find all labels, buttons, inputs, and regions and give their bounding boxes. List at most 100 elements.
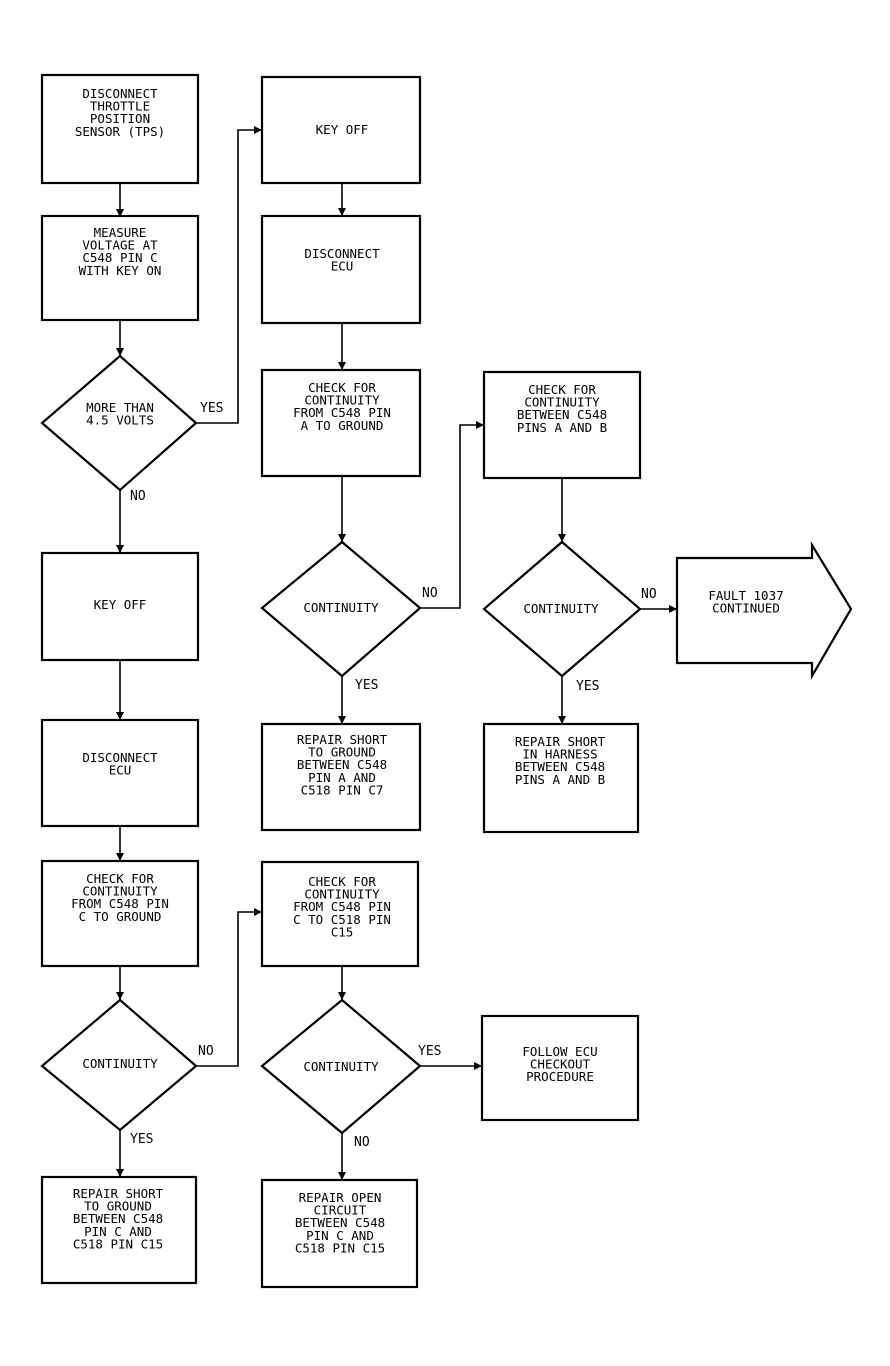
- label-d2-yes: YES: [130, 1132, 153, 1147]
- node-text-line: CONTINUED: [712, 601, 780, 616]
- node-text-line: PINS A AND B: [515, 772, 605, 787]
- node-text-line: FOLLOW ECU: [522, 1044, 597, 1059]
- node-text-line: POSITION: [90, 111, 150, 126]
- node-text-line: REPAIR SHORT: [73, 1186, 164, 1201]
- node-text-line: DISCONNECT: [82, 750, 158, 765]
- decision-continuity-middle-lower: [260, 998, 422, 1135]
- node-text-line: THROTTLE: [90, 99, 150, 114]
- node-text-line: CIRCUIT: [314, 1203, 367, 1218]
- node-text-line: CONTINUITY: [303, 600, 379, 615]
- step-key-off-middle: [260, 75, 422, 185]
- node-text-line: FROM C548 PIN: [71, 896, 169, 911]
- step-disconnect-ecu-middle: [260, 214, 422, 325]
- node-text-line: VOLTAGE AT: [82, 238, 158, 253]
- node-text-line: DISCONNECT: [304, 246, 380, 261]
- label-d5-no: NO: [641, 587, 657, 602]
- step-repair-open-circuit: [260, 1178, 419, 1289]
- node-text-line: CHECK FOR: [528, 382, 596, 397]
- offpage-connector-fault-1037: [675, 541, 853, 681]
- decision-continuity-middle-upper: [260, 540, 422, 678]
- node-text-line: CONTINUITY: [304, 393, 380, 408]
- step-repair-short-pin-c: [40, 1175, 198, 1285]
- node-text-line: A TO GROUND: [301, 418, 384, 433]
- step-repair-short-harness: [482, 722, 640, 834]
- node-text-line: KEY OFF: [94, 597, 147, 612]
- step-measure-voltage: [40, 214, 200, 322]
- node-text-line: 4.5 VOLTS: [86, 413, 154, 428]
- node-text-line: TO GROUND: [84, 1199, 152, 1214]
- connectors: [119, 129, 677, 1180]
- step-check-pin-c-c518: [260, 860, 420, 968]
- node-text-d4: CONTINUITY: [303, 1059, 379, 1074]
- node-text-line: CHECK FOR: [86, 871, 154, 886]
- node-text-line: PIN C AND: [306, 1228, 374, 1243]
- label-d3-yes: YES: [355, 678, 378, 693]
- node-text-line: TO GROUND: [308, 745, 376, 760]
- node-text-line: WITH KEY ON: [79, 263, 162, 278]
- node-text-line: ECU: [109, 763, 132, 778]
- node-text-line: CONTINUITY: [303, 1059, 379, 1074]
- label-d4-no: NO: [354, 1135, 370, 1150]
- decision-continuity-left: [40, 998, 198, 1132]
- connector-d1-m1: [195, 129, 262, 424]
- node-text-line: REPAIR SHORT: [515, 734, 606, 749]
- node-text-line: MEASURE: [94, 225, 147, 240]
- node-text-line: CONTINUITY: [523, 601, 599, 616]
- branch-labels: YES NO NO YES NO YES YES NO NO YES: [130, 401, 657, 1150]
- step-repair-short-pin-a: [260, 722, 422, 832]
- node-text-line: CONTINUITY: [82, 1056, 158, 1071]
- node-text-n3: KEY OFF: [94, 597, 147, 612]
- node-text-line: FROM C548 PIN: [293, 899, 391, 914]
- step-disconnect-tps: [40, 73, 200, 185]
- label-d1-yes: YES: [200, 401, 223, 416]
- node-text-line: SENSOR (TPS): [75, 124, 165, 139]
- node-text-line: C TO C518 PIN: [293, 912, 391, 927]
- node-text-line: BETWEEN C548: [515, 759, 605, 774]
- node-text-line: DISCONNECT: [82, 86, 158, 101]
- node-text-line: CHECKOUT: [530, 1057, 591, 1072]
- node-text-d3: CONTINUITY: [303, 600, 379, 615]
- node-text-line: C518 PIN C15: [295, 1240, 385, 1255]
- node-text-line: BETWEEN C548: [73, 1211, 163, 1226]
- node-text-line: C548 PIN C: [82, 250, 157, 265]
- step-check-pin-a-ground: [260, 368, 422, 478]
- node-text-line: PIN A AND: [308, 770, 376, 785]
- node-text-d2: CONTINUITY: [82, 1056, 158, 1071]
- step-check-pins-a-b: [482, 370, 642, 480]
- node-text-line: IN HARNESS: [522, 747, 597, 762]
- node-text-line: REPAIR SHORT: [297, 732, 388, 747]
- connector-d2-m5: [196, 911, 262, 1067]
- node-text-line: KEY OFF: [316, 122, 369, 137]
- node-text-line: PROCEDURE: [526, 1069, 594, 1084]
- node-text-line: FROM C548 PIN: [293, 405, 391, 420]
- node-text-m1: KEY OFF: [316, 122, 369, 137]
- step-disconnect-ecu-left: [40, 718, 200, 828]
- node-text-line: REPAIR OPEN: [299, 1190, 382, 1205]
- node-text-line: CHECK FOR: [308, 380, 376, 395]
- node-text-line: CONTINUITY: [524, 395, 600, 410]
- step-check-pin-c-ground: [40, 859, 200, 968]
- node-text-d5: CONTINUITY: [523, 601, 599, 616]
- decision-continuity-right: [482, 540, 642, 678]
- node-text-line: CONTINUITY: [82, 884, 158, 899]
- node-text-line: CHECK FOR: [308, 874, 376, 889]
- label-d3-no: NO: [422, 586, 438, 601]
- node-text-line: PINS A AND B: [517, 420, 607, 435]
- node-text-line: FAULT 1037: [708, 588, 783, 603]
- node-text-line: C TO GROUND: [79, 909, 162, 924]
